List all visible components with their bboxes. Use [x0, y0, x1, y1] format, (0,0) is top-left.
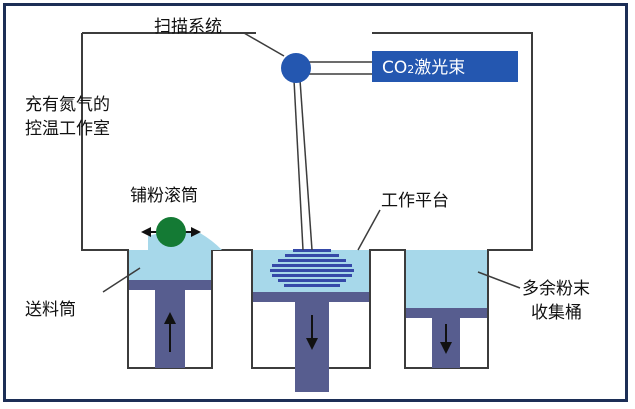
laser-label-suffix: 激光束	[414, 58, 465, 78]
scanner-leader-line	[243, 32, 285, 57]
laser-label-prefix: CO	[382, 58, 407, 78]
laser-label-subscript: 2	[407, 63, 414, 76]
excess-down-arrow	[440, 324, 452, 354]
excess-label-line1: 多余粉末	[522, 279, 590, 299]
sintered-part-layers	[270, 249, 354, 287]
feed-cylinder-label: 送料筒	[25, 300, 76, 320]
excess-piston-plate	[406, 308, 487, 318]
scanner-mirror-icon	[281, 53, 311, 83]
work-platform-label: 工作平台	[381, 191, 449, 211]
feed-cylinder-leader-line	[102, 267, 141, 293]
laser-label: CO2激光束	[382, 58, 465, 78]
powder-roller	[141, 217, 201, 247]
laser-beams	[293, 79, 313, 251]
build-down-arrow	[306, 315, 318, 350]
build-piston-plate	[253, 292, 369, 302]
chamber-label-line1: 充有氮气的	[25, 95, 110, 115]
roller-label: 铺粉滚筒	[130, 186, 198, 206]
excess-label-line2: 收集桶	[531, 303, 582, 323]
co2-laser-box	[372, 51, 518, 82]
laser-feed-lines	[308, 61, 372, 75]
scanning-system-label: 扫描系统	[154, 17, 222, 37]
excess-powder	[406, 250, 487, 308]
feed-piston-plate	[129, 280, 211, 290]
chamber-outline	[81, 32, 533, 369]
feed-up-arrow	[164, 312, 176, 352]
excess-leader-line	[477, 271, 521, 289]
work-platform-leader-line	[357, 209, 381, 251]
chamber-label-line2: 控温工作室	[25, 119, 110, 139]
feed-powder	[129, 250, 211, 280]
